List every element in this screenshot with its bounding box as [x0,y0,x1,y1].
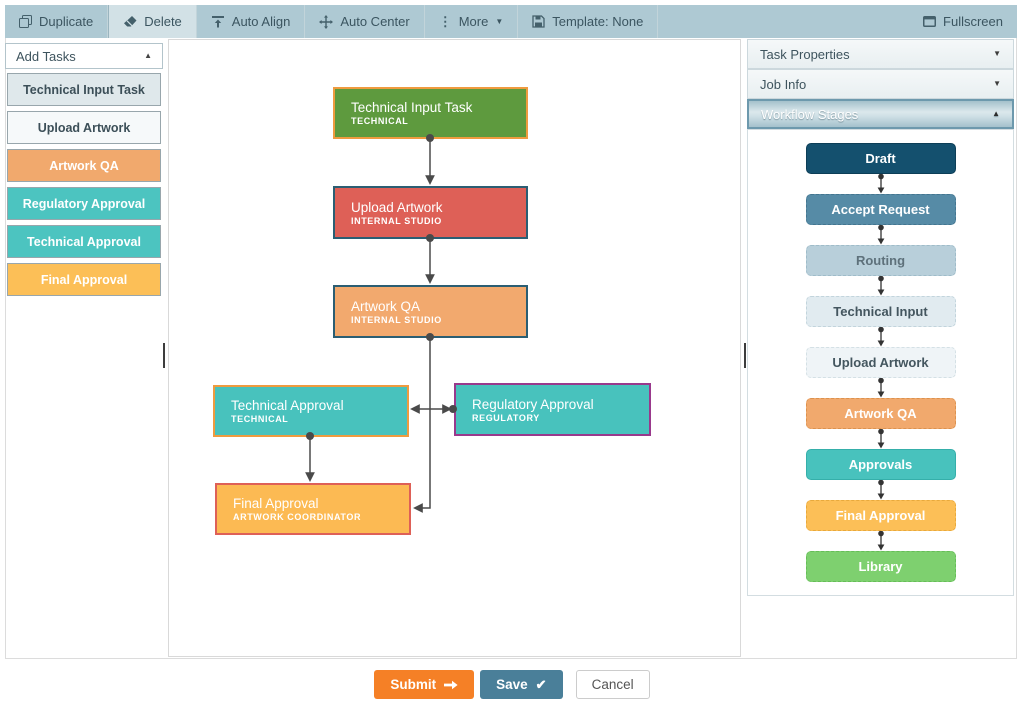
accordion-workflow-stages[interactable]: Workflow Stages ▲ [747,99,1014,129]
more-button[interactable]: ⋮ More ▼ [425,5,519,38]
palette-task-upload-artwork[interactable]: Upload Artwork [7,111,161,144]
palette-task-technical-approval[interactable]: Technical Approval [7,225,161,258]
canvas-node-upload-artwork[interactable]: Upload Artwork INTERNAL STUDIO [333,186,528,239]
caret-down-icon: ▼ [993,49,1001,58]
node-title: Technical Approval [231,398,344,413]
add-tasks-header[interactable]: Add Tasks ▲ [5,43,163,69]
eraser-icon [124,16,137,27]
move-icon [319,14,334,29]
stage-accept-request[interactable]: Accept Request [805,194,956,225]
stage-routing[interactable]: Routing [805,245,956,276]
stage-library[interactable]: Library [805,551,956,582]
duplicate-button[interactable]: Duplicate [5,5,109,38]
delete-label: Delete [144,14,182,29]
auto-align-button[interactable]: Auto Align [197,5,306,38]
more-label: More [458,14,489,29]
template-label: Template: None [552,14,644,29]
workflow-canvas[interactable]: Technical Input Task TECHNICAL Upload Ar… [168,39,741,657]
node-subtitle: TECHNICAL [351,116,409,126]
delete-button[interactable]: Delete [108,5,197,38]
workflow-stages-panel: Draft Accept Request Routing Technical I… [747,129,1014,596]
fullscreen-label: Fullscreen [943,14,1003,29]
stage-draft[interactable]: Draft [805,143,956,174]
caret-up-icon: ▲ [992,109,1000,118]
footer-actions: Submit Save ✔ Cancel [0,670,1024,699]
auto-center-button[interactable]: Auto Center [305,5,425,38]
palette-task-artwork-qa[interactable]: Artwork QA [7,149,161,182]
stage-arrow-icon [877,429,884,449]
save-template-icon [532,15,545,28]
check-icon: ✔ [535,676,547,692]
duplicate-icon [19,15,32,28]
stage-arrow-icon [877,531,884,551]
submit-label: Submit [390,677,437,692]
node-title: Final Approval [233,496,319,511]
accordion-label: Job Info [760,76,807,92]
cancel-button[interactable]: Cancel [575,670,650,699]
palette-task-technical-input[interactable]: Technical Input Task [7,73,161,106]
node-subtitle: INTERNAL STUDIO [351,215,442,226]
arrow-right-icon [444,680,458,689]
caret-down-icon: ▼ [993,79,1001,88]
fullscreen-button[interactable]: Fullscreen [909,5,1017,38]
canvas-node-regulatory-approval[interactable]: Regulatory Approval REGULATORY [454,383,651,436]
toolbar: Duplicate Delete Auto Align Auto Center … [5,5,1017,38]
caret-up-icon: ▲ [144,51,152,60]
template-button[interactable]: Template: None [518,5,659,38]
node-subtitle: ARTWORK COORDINATOR [233,512,362,522]
node-title: Regulatory Approval [472,396,594,412]
stage-arrow-icon [877,480,884,500]
duplicate-label: Duplicate [39,14,94,29]
accordion-job-info[interactable]: Job Info ▼ [747,69,1014,99]
node-title: Upload Artwork [351,199,443,215]
accordion-task-properties[interactable]: Task Properties ▼ [747,39,1014,69]
stage-technical-input[interactable]: Technical Input [805,296,956,327]
add-tasks-title: Add Tasks [16,48,76,64]
node-subtitle: REGULATORY [472,412,540,423]
node-title: Technical Input Task [351,100,473,115]
cancel-label: Cancel [591,677,634,692]
more-dots-icon: ⋮ [438,13,452,29]
auto-align-label: Auto Align [231,14,291,29]
stage-arrow-icon [877,276,884,296]
palette-task-final-approval[interactable]: Final Approval [7,263,161,296]
node-subtitle: INTERNAL STUDIO [351,314,442,325]
right-splitter-handle[interactable] [744,343,746,368]
palette-task-regulatory-approval[interactable]: Regulatory Approval [7,187,161,220]
stage-arrow-icon [877,327,884,347]
canvas-node-technical-input-task[interactable]: Technical Input Task TECHNICAL [333,87,528,139]
align-icon [211,16,224,28]
stage-final-approval[interactable]: Final Approval [805,500,956,531]
node-title: Artwork QA [351,298,421,314]
submit-button[interactable]: Submit [374,670,475,699]
save-label: Save [496,677,528,692]
fullscreen-icon [923,16,937,27]
canvas-node-artwork-qa[interactable]: Artwork QA INTERNAL STUDIO [333,285,528,338]
stage-artwork-qa[interactable]: Artwork QA [805,398,956,429]
node-subtitle: TECHNICAL [231,414,289,424]
caret-down-icon: ▼ [495,16,504,26]
accordion-label: Task Properties [760,46,850,62]
stage-arrow-icon [877,174,884,194]
save-button[interactable]: Save ✔ [480,670,563,699]
stage-approvals[interactable]: Approvals [805,449,956,480]
stage-arrow-icon [877,225,884,245]
auto-center-label: Auto Center [340,14,410,29]
accordion-label: Workflow Stages [761,106,859,122]
canvas-node-technical-approval[interactable]: Technical Approval TECHNICAL [213,385,409,437]
stage-arrow-icon [877,378,884,398]
canvas-node-final-approval[interactable]: Final Approval ARTWORK COORDINATOR [215,483,411,535]
stage-upload-artwork[interactable]: Upload Artwork [805,347,956,378]
left-splitter-handle[interactable] [163,343,165,368]
